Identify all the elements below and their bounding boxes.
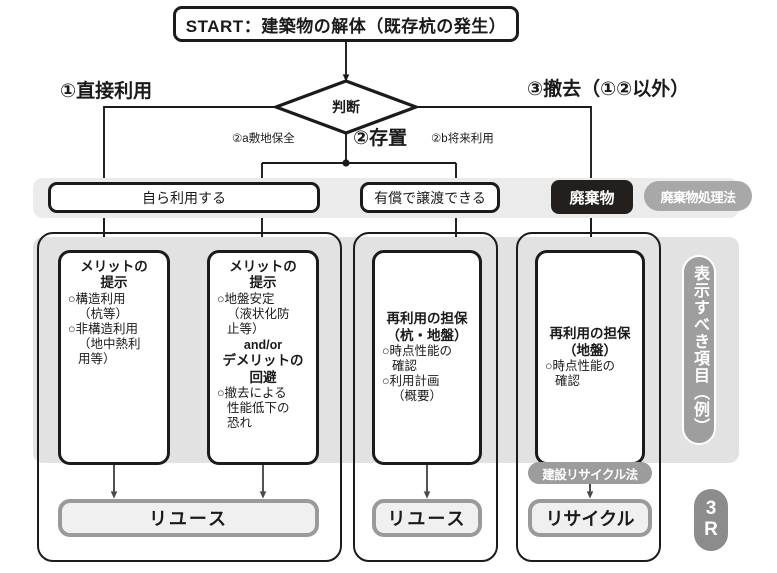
card-2-title: メリットの提示: [229, 259, 297, 291]
result-box-reuse-left: リユース: [58, 499, 319, 537]
waste-disposal-law-pill: 廃棄物処理法: [644, 181, 752, 211]
badge-3r-line-2: R: [704, 519, 718, 540]
detail-card-reuse-assurance-pile-ground: 再利用の担保（杭・地盤） ○時点性能の 確認 ○利用計画 （概要）: [372, 250, 482, 465]
category-box-sell: 有償で譲渡できる: [360, 182, 500, 213]
badge-3r-line-1: 3: [705, 498, 717, 520]
card-1-line-3: ○非構造利用: [68, 321, 139, 336]
vertical-label-text: 表示すべき項目（例）: [691, 265, 708, 435]
decision-diamond: 判断: [276, 81, 416, 133]
result-label-recycle: リサイクル: [545, 509, 635, 529]
result-label-reuse-left: リユース: [148, 509, 229, 529]
category-box-self-use: 自ら利用する: [48, 182, 320, 213]
card-2-line-a3: 止等）: [227, 321, 265, 336]
card-1-line-2: （杭等）: [78, 306, 129, 321]
result-box-recycle: リサイクル: [528, 499, 652, 537]
card-3-line-1: ○時点性能の: [382, 343, 453, 358]
card-2-line-b2: 性能低下の: [227, 401, 290, 416]
detail-card-merits-structural: メリットの提示 ○構造利用 （杭等） ○非構造利用 （地中熱利 用等）: [58, 250, 170, 465]
branch-heading-leave-in-place: ②存置: [353, 128, 408, 149]
decision-label: 判断: [332, 99, 360, 115]
card-2-line-a1: ○地盤安定: [217, 291, 275, 306]
branch-sublabel-site-preservation: ②a敷地保全: [232, 133, 295, 145]
category-label-sell: 有償で譲渡できる: [374, 189, 486, 206]
card-1-line-4: （地中熱利: [78, 336, 141, 351]
card-2-line-a2: （液状化防: [227, 306, 290, 321]
card-1-title: メリットの提示: [80, 259, 148, 291]
card-3-line-2: 確認: [392, 358, 418, 373]
category-label-self-use: 自ら利用する: [142, 189, 226, 206]
badge-3r: 3 R: [694, 489, 728, 551]
branch-heading-removal: ③撤去（①②以外）: [527, 79, 690, 100]
category-label-waste: 廃棄物: [569, 189, 615, 207]
card-1-line-5: 用等）: [78, 351, 116, 366]
branch-heading-direct-use: ①直接利用: [60, 81, 153, 102]
start-box: START：建築物の解体（既存杭の発生）: [173, 6, 519, 42]
detail-card-merits-ground: メリットの提示 ○地盤安定 （液状化防 止等） and/or デメリットの回避 …: [207, 250, 319, 465]
result-box-reuse-mid: リユース: [372, 499, 482, 537]
card-3-line-4: （概要）: [392, 388, 443, 403]
card-2-andor: and/or: [243, 337, 283, 352]
card-2-line-b1: ○撤去による: [217, 386, 287, 401]
card-4-line-2: 確認: [555, 373, 581, 388]
group-outline-waste: [516, 232, 661, 562]
construction-recycle-law-label: 建設リサイクル法: [542, 467, 638, 482]
start-label: START：建築物の解体（既存杭の発生）: [185, 16, 507, 36]
detail-card-reuse-assurance-ground: 再利用の担保（地盤） ○時点性能の 確認: [535, 250, 645, 465]
branch-sublabel-future-use: ②b将来利用: [431, 133, 494, 145]
card-4-title: 再利用の担保（地盤）: [549, 326, 631, 358]
card-4-line-1: ○時点性能の: [545, 358, 616, 373]
vertical-label-items-to-display: 表示すべき項目（例）: [682, 255, 716, 445]
result-label-reuse-mid: リユース: [387, 509, 467, 529]
construction-recycle-law-pill: 建設リサイクル法: [528, 462, 652, 484]
card-3-title: 再利用の担保（杭・地盤）: [386, 311, 468, 343]
group-outline-transfer: [353, 232, 498, 562]
group-outline-direct-use: [37, 232, 342, 562]
card-3-line-3: ○利用計画: [382, 373, 440, 388]
card-2-title-b: デメリットの回避: [222, 353, 304, 385]
card-2-line-b3: 恐れ: [227, 416, 253, 431]
category-box-waste: 廃棄物: [551, 180, 633, 214]
card-1-line-1: ○構造利用: [68, 291, 126, 306]
waste-disposal-law-label: 廃棄物処理法: [660, 189, 736, 205]
